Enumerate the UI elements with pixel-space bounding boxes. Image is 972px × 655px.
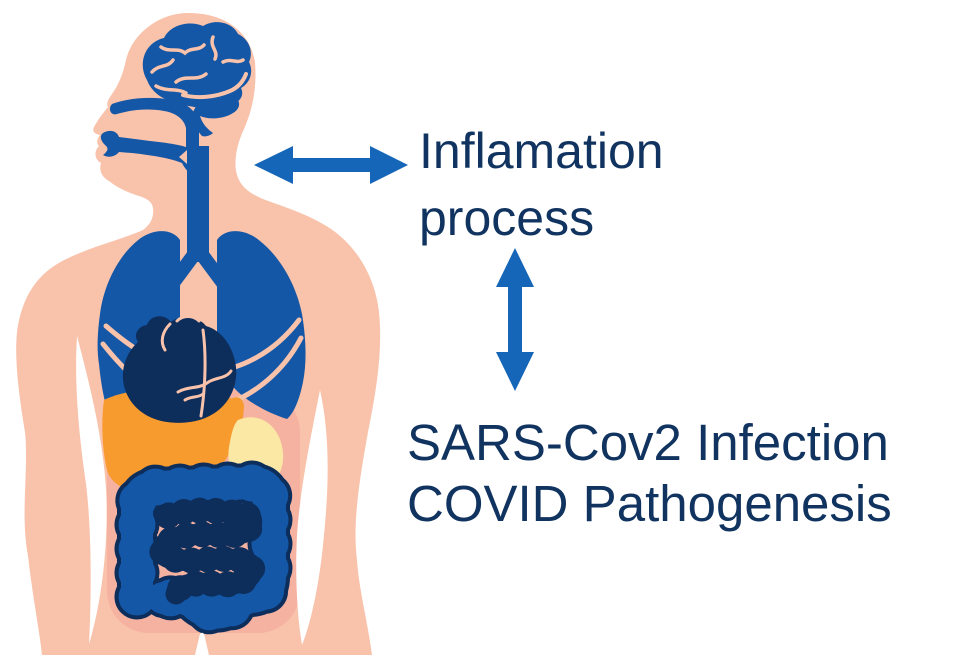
inflammation-label-line1: Inflamation (419, 123, 664, 179)
infection-label-line2: COVID Pathogenesis (407, 475, 892, 532)
nasal-passage (109, 97, 199, 150)
horizontal-double-arrow-icon (254, 146, 408, 184)
epiglottis-notch (179, 150, 187, 164)
vertical-double-arrow-icon (496, 248, 534, 391)
brain-sulci (150, 35, 248, 100)
heart-illustration (122, 315, 237, 423)
small-intestine-illustration (162, 511, 252, 594)
body-gaps (76, 336, 328, 655)
inflammation-process-label: Inflamation process (419, 118, 664, 252)
mouth-tongue (100, 130, 199, 178)
sars-cov2-infection-label: SARS-Cov2 Infection COVID Pathogenesis (407, 412, 892, 534)
right-lung (217, 231, 306, 419)
brain-illustration (142, 22, 252, 137)
heart-vessels (160, 315, 233, 418)
inflammation-label-line2: process (419, 190, 595, 246)
trachea (187, 146, 209, 262)
infection-label-line1: SARS-Cov2 Infection (407, 414, 889, 471)
